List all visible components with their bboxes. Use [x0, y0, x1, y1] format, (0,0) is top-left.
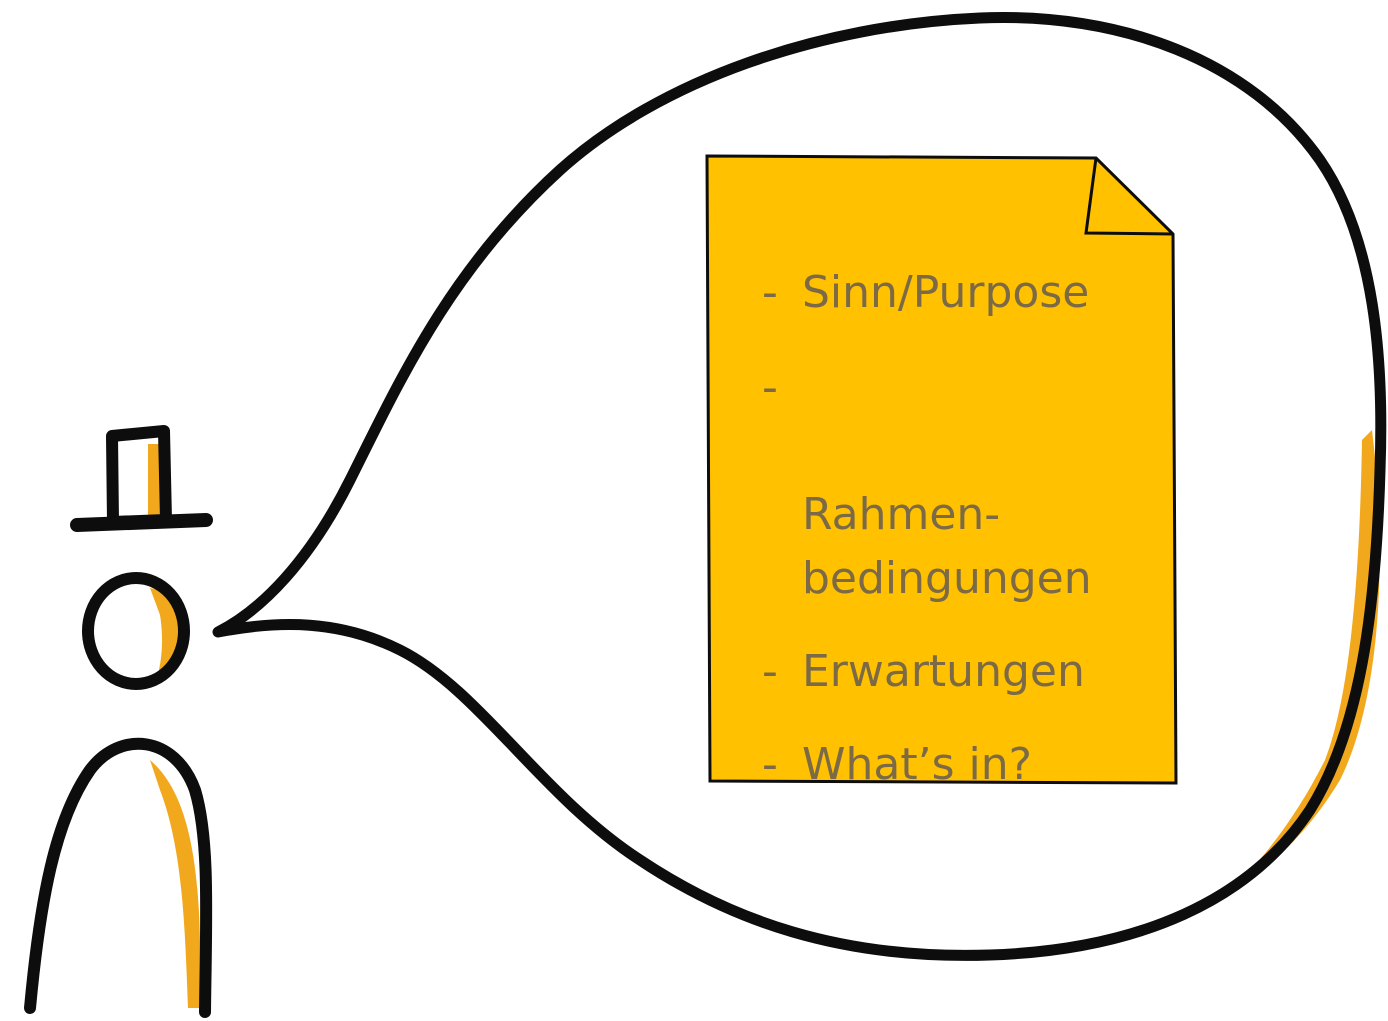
- head-icon: [88, 578, 185, 684]
- document-item-label: Rahmen- bedingungen: [802, 489, 1092, 604]
- body-icon: [30, 744, 206, 1012]
- bullet-dash: -: [762, 641, 778, 703]
- bullet-dash: -: [762, 356, 778, 420]
- document-item-label: Erwartungen: [802, 646, 1085, 697]
- document-item-whats-in: - What’s in?: [762, 734, 1162, 796]
- document-item-label: What’s in?: [802, 739, 1032, 790]
- top-hat-icon: [77, 431, 206, 525]
- bullet-dash: -: [762, 262, 778, 324]
- document-item-label: Sinn/Purpose: [802, 267, 1089, 318]
- person-with-top-hat-icon: [30, 431, 206, 1012]
- document-item-rahmenbedingungen: - Rahmen- bedingungen: [762, 356, 1162, 611]
- bullet-dash: -: [762, 734, 778, 796]
- document-item-purpose: - Sinn/Purpose: [762, 262, 1162, 324]
- document-content-list: - Sinn/Purpose - Rahmen- bedingungen - E…: [762, 262, 1162, 828]
- document-item-erwartungen: - Erwartungen: [762, 641, 1162, 703]
